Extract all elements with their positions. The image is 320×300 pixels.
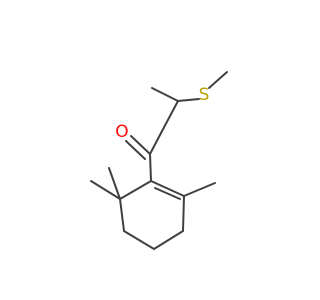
bond-ring-c5-c6 (119, 198, 125, 232)
bond-ring-c3-c4 (153, 230, 184, 250)
bond-ring-c2-methyl (183, 182, 216, 197)
atom-sulfur-label: S (199, 85, 210, 105)
bond-ring-c6-c1 (119, 180, 152, 200)
bond-ring-c4-c5 (123, 230, 155, 250)
bond-ring-c6-methyl-b (108, 167, 121, 200)
bond-ch-methyl (151, 87, 179, 102)
bond-carbonyl-o-1 (130, 135, 151, 155)
bond-s-ch (177, 98, 200, 102)
bond-ring-c2-c3 (182, 195, 185, 232)
bond-ring-c1-c2-inner (154, 187, 181, 200)
atom-oxygen-label: O (115, 122, 128, 142)
bond-ring-c6-methyl-a (90, 180, 121, 200)
bond-ch-ch2 (160, 100, 179, 134)
bond-ch2-carbonyl (149, 132, 162, 155)
molecule-diagram: S O (90, 71, 228, 250)
bond-ring-c1-c2 (150, 180, 185, 197)
bond-carbonyl-o-2 (125, 140, 146, 160)
bond-carbonyl-ring (149, 153, 152, 182)
bond-sme-s (208, 71, 228, 89)
